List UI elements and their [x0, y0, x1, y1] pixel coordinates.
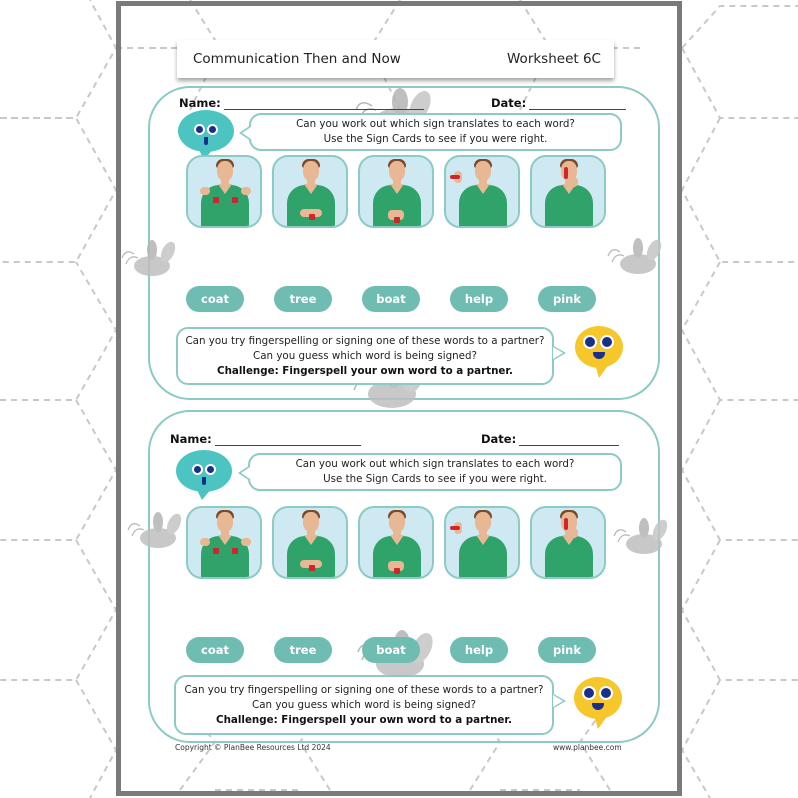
sign-card-pink-icon[interactable]: [530, 155, 606, 228]
owl-mascot-icon: [178, 110, 234, 160]
worksheet-panel-2: [148, 410, 660, 743]
worksheet-number: Worksheet 6C: [507, 51, 601, 67]
name-field-1[interactable]: Name:: [179, 96, 424, 110]
date-underline[interactable]: [519, 436, 620, 446]
bee-watermark-icon: [607, 238, 662, 274]
date-field-1[interactable]: Date:: [491, 96, 627, 110]
instruction-line-2: Use the Sign Cards to see if you were ri…: [323, 473, 547, 485]
name-field-2[interactable]: Name:: [170, 432, 361, 446]
word-pill-tree[interactable]: tree: [274, 286, 332, 312]
word-pill-boat[interactable]: boat: [362, 637, 420, 663]
date-label: Date:: [491, 96, 527, 110]
instruction-line-1: Can you work out which sign translates t…: [296, 118, 575, 130]
instruction-line-2: Use the Sign Cards to see if you were ri…: [323, 133, 548, 145]
sign-cards-row-1: [186, 155, 606, 228]
challenge-speech-bubble-2: Can you try fingerspelling or signing on…: [174, 675, 566, 735]
word-pill-tree[interactable]: tree: [274, 637, 332, 663]
challenge-line-2: Can you guess which word is being signed…: [253, 349, 477, 362]
date-underline[interactable]: [529, 100, 627, 110]
sign-card-pink-icon[interactable]: [530, 506, 606, 579]
bee-watermark-icon: [121, 240, 176, 276]
sign-card-tree-icon[interactable]: [272, 506, 348, 579]
website-link[interactable]: www.planbee.com: [553, 743, 622, 752]
sign-card-boat-icon[interactable]: [358, 155, 434, 228]
name-underline[interactable]: [214, 436, 361, 446]
chick-mascot-icon: [575, 326, 623, 378]
word-pill-coat[interactable]: coat: [186, 286, 244, 312]
worksheet-header: Communication Then and Now Worksheet 6C: [177, 40, 614, 78]
instruction-line-1: Can you work out which sign translates t…: [295, 458, 575, 470]
challenge-line-1: Can you try fingerspelling or signing on…: [184, 683, 544, 696]
word-pill-pink[interactable]: pink: [538, 286, 596, 312]
word-pill-boat[interactable]: boat: [362, 286, 420, 312]
worksheet-frame: [116, 1, 682, 796]
chick-mascot-icon: [574, 677, 622, 729]
word-options-row-2: coat tree boat help pink: [186, 637, 596, 663]
worksheet-title: Communication Then and Now: [193, 51, 401, 67]
sign-cards-row-2: [186, 506, 606, 579]
copyright-text: Copyright © PlanBee Resources Ltd 2024: [175, 743, 331, 752]
challenge-line-1: Can you try fingerspelling or signing on…: [185, 334, 545, 347]
word-pill-coat[interactable]: coat: [186, 637, 244, 663]
sign-card-coat-icon[interactable]: [186, 506, 262, 579]
word-options-row-1: coat tree boat help pink: [186, 286, 596, 312]
sign-card-coat-icon[interactable]: [186, 155, 262, 228]
sign-card-help-icon[interactable]: [444, 506, 520, 579]
word-pill-help[interactable]: help: [450, 286, 508, 312]
date-field-2[interactable]: Date:: [481, 432, 620, 446]
word-pill-help[interactable]: help: [450, 637, 508, 663]
instruction-speech-bubble-2: Can you work out which sign translates t…: [238, 453, 622, 491]
date-label: Date:: [481, 432, 517, 446]
bee-watermark-icon: [613, 518, 668, 554]
word-pill-pink[interactable]: pink: [538, 637, 596, 663]
sign-card-boat-icon[interactable]: [358, 506, 434, 579]
challenge-line-3: Challenge: Fingerspell your own word to …: [217, 364, 513, 377]
owl-mascot-icon: [176, 450, 232, 500]
name-underline[interactable]: [223, 100, 424, 110]
bee-watermark-icon: [127, 512, 182, 548]
sign-card-help-icon[interactable]: [444, 155, 520, 228]
challenge-speech-bubble-1: Can you try fingerspelling or signing on…: [176, 327, 566, 385]
challenge-line-3: Challenge: Fingerspell your own word to …: [216, 713, 512, 726]
challenge-line-2: Can you guess which word is being signed…: [252, 698, 476, 711]
instruction-speech-bubble-1: Can you work out which sign translates t…: [239, 113, 622, 151]
name-label: Name:: [179, 96, 221, 110]
name-label: Name:: [170, 432, 212, 446]
sign-card-tree-icon[interactable]: [272, 155, 348, 228]
